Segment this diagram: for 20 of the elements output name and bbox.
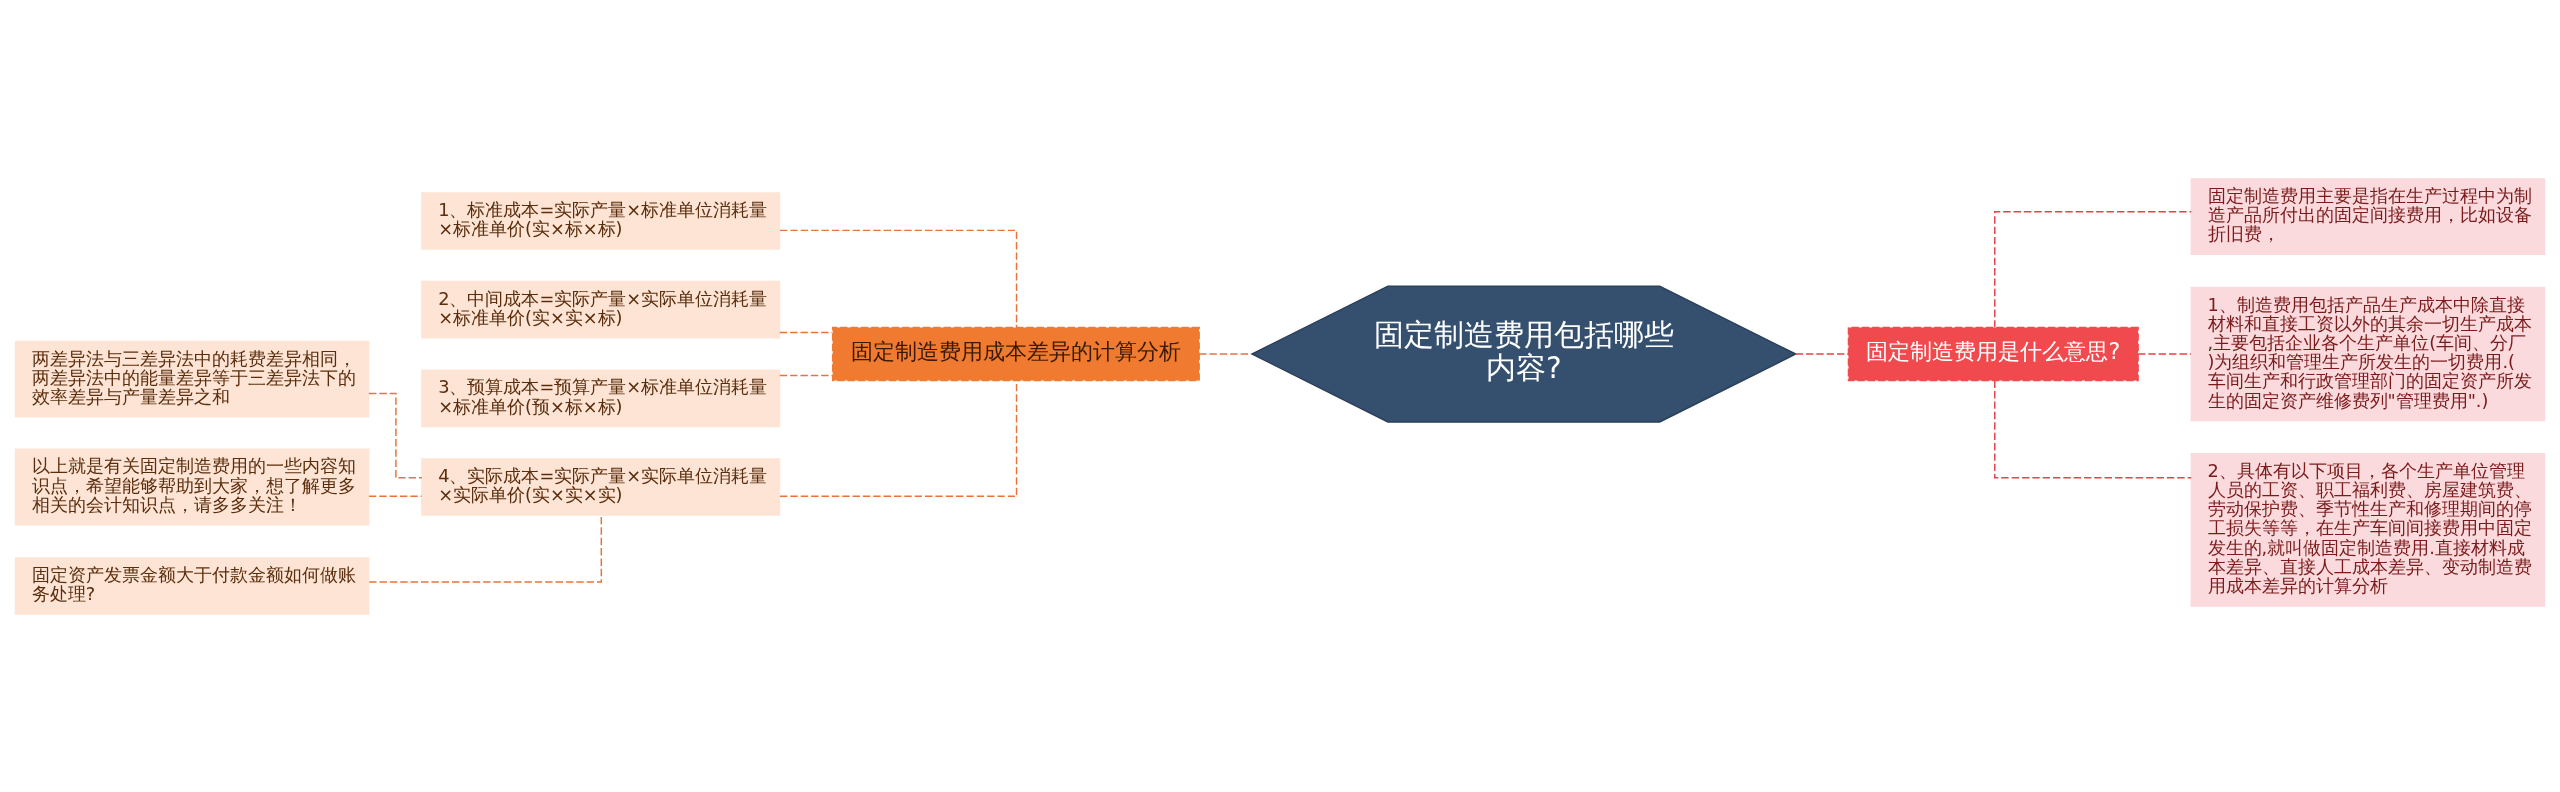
node-box: 2、具体有以下项目，各个生产单位管理人员的工资、职工福利费、房屋建筑费、劳动保护费、季节性生产和修理期间的停工损失等等，在生产车间间接费用中固定发生的,就叫做固定制造费用.直接材料成本差异、直接人工成本差异、变动制造费用成本差异的计算分析 [2190, 452, 2546, 607]
node-box: 3、预算成本=预算产量×标准单位消耗量×标准单价(预×标×标) [421, 369, 781, 427]
node-box: 固定制造费用成本差异的计算分析 [831, 326, 1200, 381]
connector [1994, 379, 2192, 478]
connector [779, 229, 1018, 328]
node-box: 1、制造费用包括产品生产成本中除直接材料和直接工资以外的其余一切生产成本,主要包括企业各个生产单位(车间、分厂)为组织和管理生产所发生的一切费用.(车间生产和行政管理部门的固定资产所发生的固定资产维修费列"管理费用".) [2190, 286, 2546, 421]
connector [2137, 352, 2192, 355]
node-box: 以上就是有关固定制造费用的一些内容知识点，希望能够帮助到大家，想了解更多相关的会计知识点，请多多关注！ [14, 448, 370, 525]
connector [1994, 210, 2192, 328]
node-box: 2、中间成本=实际产量×实际单位消耗量×标准单价(实×实×标) [421, 280, 781, 338]
node-box: 1、标准成本=实际产量×标准单位消耗量×标准单价(实×标×标) [421, 191, 781, 250]
connector [1794, 352, 1850, 355]
node-box: 固定制造费用是什么意思? [1847, 326, 2139, 381]
node-box: 两差异法与三差异法中的耗费差异相同，两差异法中的能量差异等于三差异法下的效率差异与产量差异之和 [14, 340, 370, 418]
connector [368, 514, 603, 583]
node-box: 固定制造费用主要是指在生产过程中为制造产品所付出的固定间接费用，比如设备折旧费， [2190, 177, 2546, 255]
connector [1198, 352, 1253, 355]
node-box: 4、实际成本=实际产量×实际单位消耗量×实际单价(实×实×实) [421, 457, 781, 516]
node-box: 固定资产发票金额大于付款金额如何做账务处理? [14, 556, 370, 615]
connector [368, 495, 423, 497]
